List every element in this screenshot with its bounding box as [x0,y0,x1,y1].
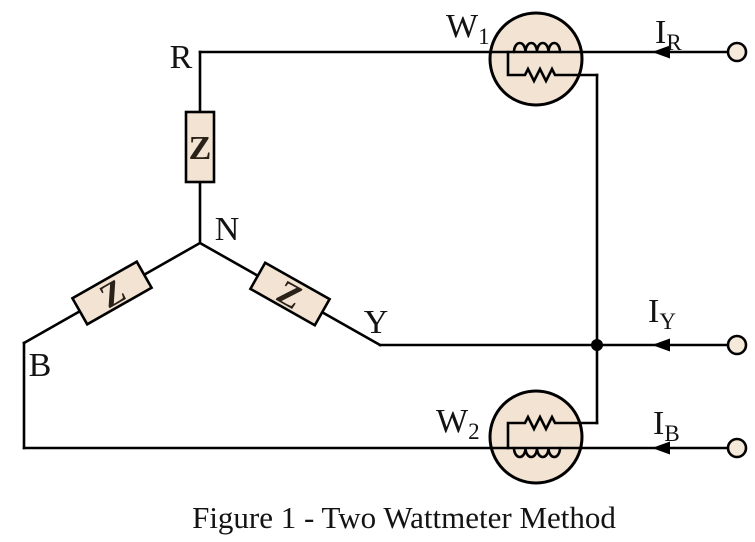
wattmeter-2-body [488,389,584,485]
phase-y-label: Y [364,304,389,341]
terminal-y-icon [726,334,748,356]
phase-b-label: B [29,347,52,384]
impedance-b-box: Z [70,259,154,327]
arrow-ib-icon [652,441,670,455]
current-ir-label: IR [655,14,682,55]
impedance-r-label: Z [189,130,212,167]
neutral-label: N [215,211,240,248]
junction-dot [591,339,603,351]
current-ib-label: IB [653,405,680,446]
impedance-r-box: Z [184,110,216,184]
current-iy-label: IY [648,293,676,334]
wattmeter-1-voltage-coil-icon [506,50,599,84]
wattmeter-2-label: W2 [436,403,480,444]
arrow-ir-icon [652,45,670,59]
terminal-b-icon [726,437,748,459]
wattmeter-1-body [488,11,584,107]
arrow-iy-icon [652,338,670,352]
wattmeter-2-voltage-coil-icon [506,414,599,450]
phase-r-label: R [170,39,193,76]
impedance-y-box: Z [248,260,332,328]
wattmeter-1-label: W1 [446,8,490,49]
terminal-r-icon [726,41,748,63]
wattmeter-2-current-coil-icon [512,446,562,459]
figure-caption: Figure 1 - Two Wattmeter Method [192,500,616,535]
wattmeter-1-current-coil-icon [512,41,562,54]
